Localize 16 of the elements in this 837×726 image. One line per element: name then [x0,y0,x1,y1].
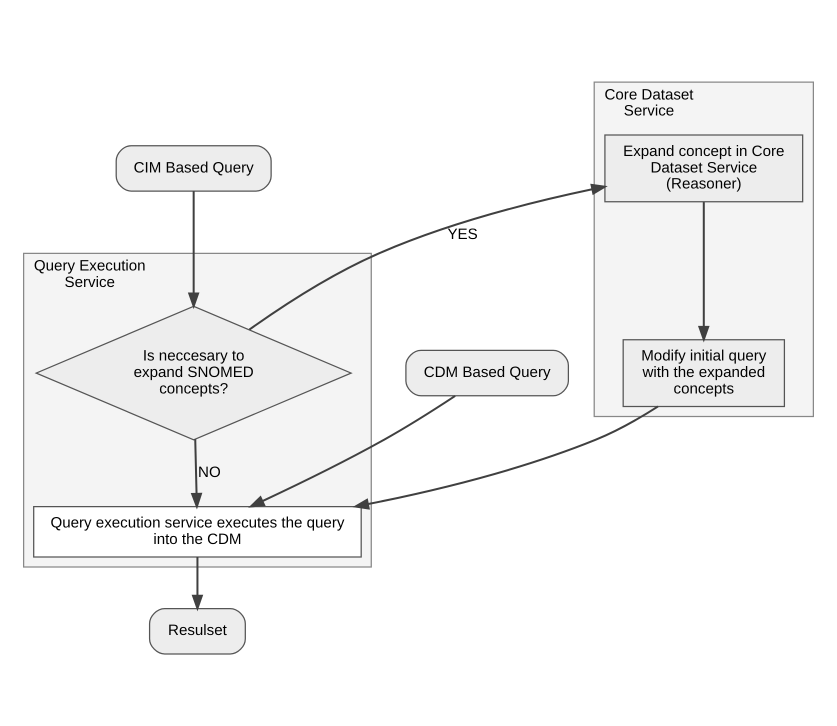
arrow [698,202,710,342]
arrow [248,395,456,508]
arrow [192,557,204,612]
arrow [188,191,200,310]
node-box: Query execution service executes the query into the CDM [33,506,362,558]
arrow [248,184,608,330]
node-diamond: Is neccesary to expand SNOMED concepts? [34,306,353,441]
node-box: CIM Based Query [116,145,272,192]
node-box: CDM Based Query [405,350,570,396]
node-box: Resulset [148,608,246,655]
node-box: Modify initial query with the expanded concepts [622,339,786,408]
edge-label: NO [198,464,221,482]
arrow [190,439,202,510]
arrow [352,406,659,510]
node-box: Expand concept in Core Dataset Service (Reasoner) [604,134,804,202]
edge-label: YES [447,226,478,244]
